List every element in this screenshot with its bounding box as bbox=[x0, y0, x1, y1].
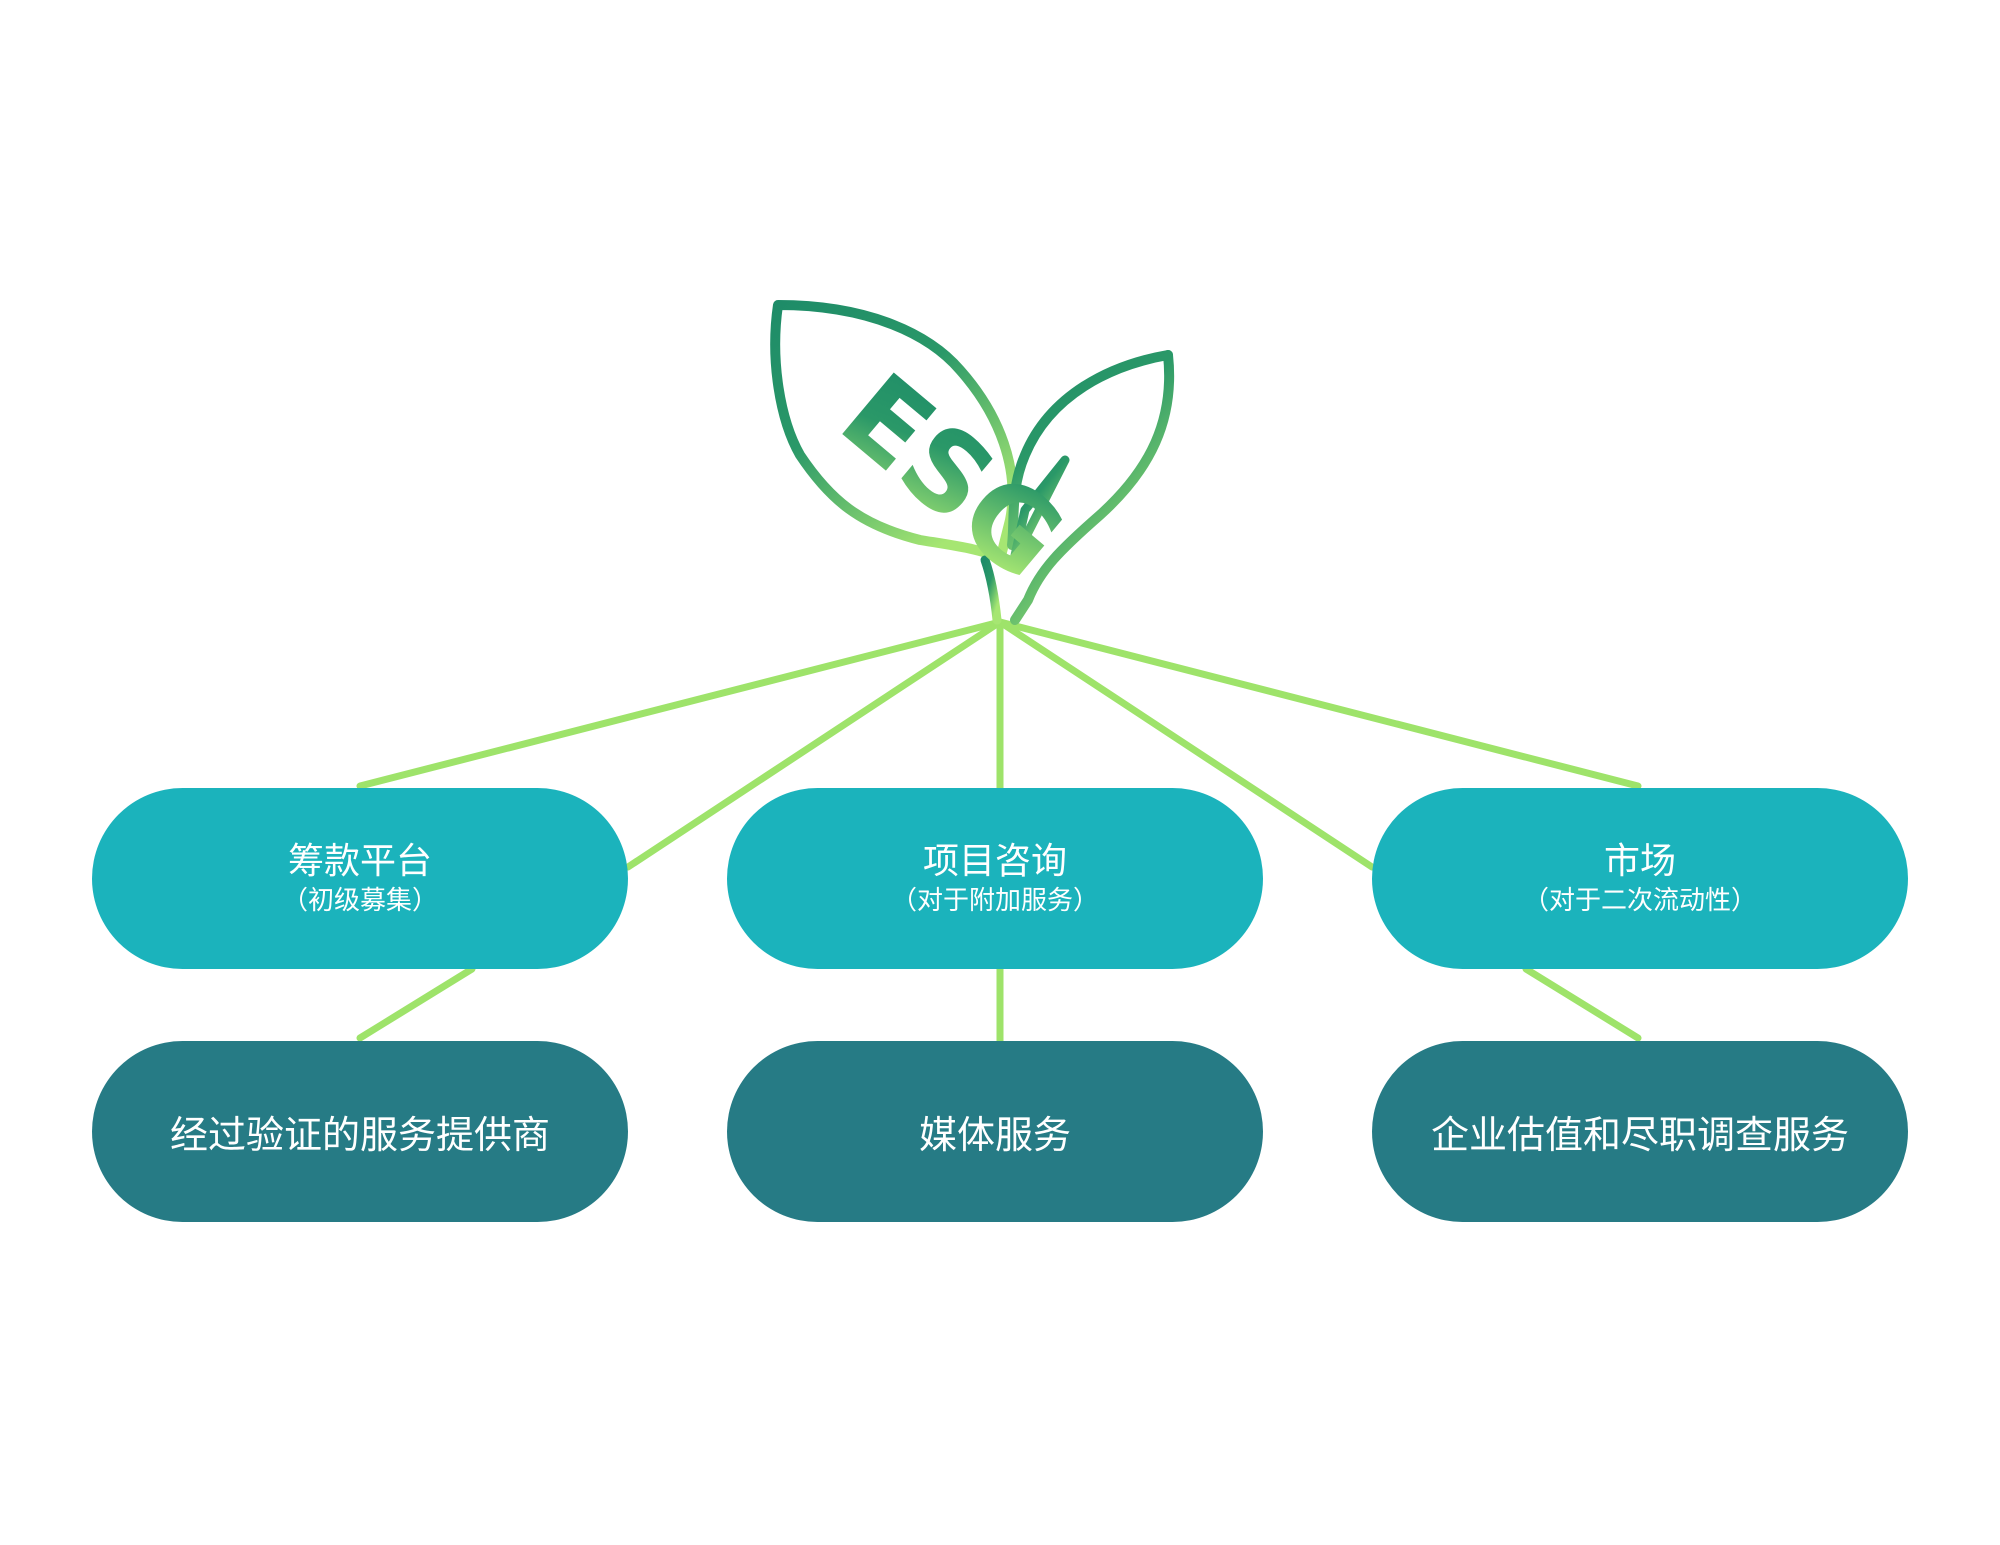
child-verified-providers[interactable]: 经过验证的服务提供商 bbox=[92, 1041, 628, 1222]
category-fundraising-platform[interactable]: 筹款平台 （初级募集） bbox=[92, 788, 628, 969]
esg-sprout-logo-icon: ESG bbox=[770, 300, 1175, 625]
category-subtitle: （对于二次流动性） bbox=[1522, 885, 1757, 916]
category-title: 项目咨询 bbox=[922, 840, 1067, 882]
connector-right-child bbox=[1522, 965, 1642, 1042]
category-subtitle: （对于附加服务） bbox=[890, 885, 1099, 916]
connector-hub-left-inner bbox=[624, 618, 1004, 871]
child-media-services[interactable]: 媒体服务 bbox=[727, 1041, 1263, 1222]
child-valuation-due-diligence[interactable]: 企业估值和尽职调查服务 bbox=[1372, 1041, 1908, 1222]
connector-hub-right-inner bbox=[996, 618, 1376, 871]
category-project-consulting[interactable]: 项目咨询 （对于附加服务） bbox=[727, 788, 1263, 969]
connector-hub-left bbox=[356, 618, 1004, 790]
child-label: 媒体服务 bbox=[918, 1113, 1071, 1157]
connector-hub-right bbox=[996, 618, 1642, 790]
category-title: 市场 bbox=[1603, 840, 1676, 882]
child-label: 经过验证的服务提供商 bbox=[169, 1113, 550, 1157]
category-market[interactable]: 市场 （对于二次流动性） bbox=[1372, 788, 1908, 969]
category-subtitle: （初级募集） bbox=[281, 885, 438, 916]
category-title: 筹款平台 bbox=[287, 840, 432, 882]
connector-left-child bbox=[356, 965, 476, 1042]
child-label: 企业估值和尽职调查服务 bbox=[1430, 1113, 1849, 1157]
